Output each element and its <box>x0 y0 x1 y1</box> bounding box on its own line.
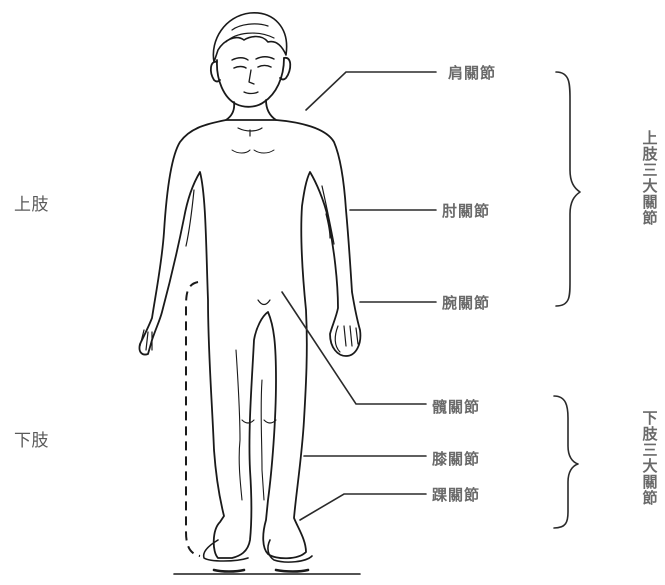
ankle-joint-label: 踝關節 <box>432 484 480 505</box>
pelvis-line <box>258 300 270 305</box>
right-hand-fingers <box>335 326 358 352</box>
eyebrows <box>232 57 274 60</box>
mouth <box>244 92 258 94</box>
upper-group-brace <box>556 72 580 306</box>
knee-joint-label: 膝關節 <box>432 448 480 469</box>
shoulder-joint-label: 肩關節 <box>448 62 496 83</box>
eyes <box>234 66 271 69</box>
upper-limb-label: 上肢 <box>14 190 49 215</box>
foot-marks <box>214 570 308 572</box>
hip-joint-label: 髖關節 <box>432 396 480 417</box>
right-leg-detail <box>261 380 264 500</box>
knee-details <box>242 420 276 423</box>
lower-group-brace <box>554 396 578 528</box>
ankle-leader <box>300 494 426 520</box>
elbow-joint-label: 肘關節 <box>442 200 490 221</box>
lower-limb-dashed-bracket <box>186 282 200 556</box>
lower-group-label: 下肢三大關節 <box>640 410 660 506</box>
lower-limb-label: 下肢 <box>14 426 49 451</box>
hair-strands <box>226 24 274 42</box>
neck <box>226 100 276 120</box>
upper-group-label: 上肢三大關節 <box>640 130 660 226</box>
hip-leader <box>282 292 426 404</box>
hair <box>213 13 286 62</box>
nose <box>249 70 254 84</box>
collarbone <box>238 128 262 136</box>
chest-detail <box>232 150 274 153</box>
right-arm-detail <box>322 186 334 244</box>
body-outline <box>139 120 360 558</box>
wrist-joint-label: 腕關節 <box>442 292 490 313</box>
left-leg-detail <box>236 350 242 500</box>
left-arm-detail <box>186 190 194 246</box>
shoulder-leader <box>306 72 436 110</box>
